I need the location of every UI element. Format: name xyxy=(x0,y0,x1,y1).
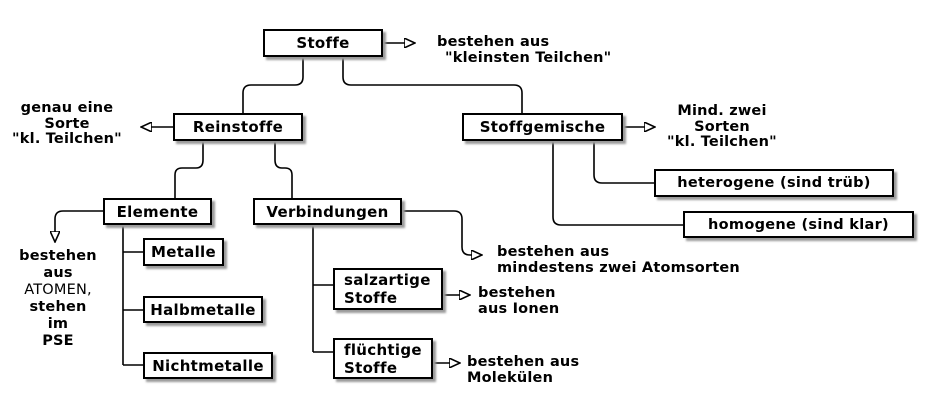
node-metalle: Metalle xyxy=(143,238,224,266)
edge-reinstoffe-verbindungen xyxy=(274,141,293,198)
edge-stoffgemische-heterogene xyxy=(593,141,654,184)
node-stoffe: Stoffe xyxy=(263,29,383,57)
node-fluechtige-line1: flüchtige xyxy=(344,340,422,359)
note-elemente-line1: bestehen xyxy=(19,248,97,264)
note-salzartige-line2: aus Ionen xyxy=(478,300,560,317)
note-stoffgemische: Mind. zwei Sorten "kl. Teilchen" xyxy=(661,103,783,151)
node-homogene: homogene (sind klar) xyxy=(683,211,914,238)
note-reinstoffe-line3: "kl. Teilchen" xyxy=(12,131,122,147)
note-stoffgemische-line2: Sorten xyxy=(694,118,750,135)
edge-stoffgemische-homogene xyxy=(552,141,683,226)
node-verbindungen: Verbindungen xyxy=(253,198,402,225)
note-verbindungen-line2: mindestens zwei Atomsorten xyxy=(497,259,740,276)
node-fluechtige-stoffe: flüchtige Stoffe xyxy=(333,338,433,379)
edge-verbindungen-note-arrow xyxy=(402,210,472,255)
node-fluechtige-line2: Stoffe xyxy=(344,358,398,377)
note-salzartige: bestehen aus Ionen xyxy=(478,285,560,317)
note-elemente: bestehen aus ATOMEN, stehen im PSE xyxy=(12,248,104,350)
edge-stoffe-stoffgemische xyxy=(342,57,523,113)
note-reinstoffe-line2: Sorte xyxy=(44,115,90,132)
edge-stoffe-reinstoffe xyxy=(242,57,304,113)
note-elemente-line5: im xyxy=(47,316,69,332)
note-elemente-line2: aus xyxy=(43,265,73,281)
note-stoffgemische-line1: Mind. zwei xyxy=(677,103,767,119)
node-heterogene: heterogene (sind trüb) xyxy=(654,169,894,197)
note-elemente-line3: ATOMEN, xyxy=(24,282,92,298)
node-salzartige-line1: salzartige xyxy=(344,271,431,289)
note-fluechtige-line1: bestehen aus xyxy=(467,354,580,370)
note-salzartige-line1: bestehen xyxy=(478,285,556,301)
note-stoffe: bestehen aus "kleinsten Teilchen" xyxy=(437,34,612,66)
note-elemente-line6: PSE xyxy=(42,333,74,349)
node-elemente: Elemente xyxy=(103,198,212,225)
note-reinstoffe-line1: genau eine xyxy=(20,100,114,116)
note-elemente-line4: stehen xyxy=(29,299,87,315)
node-salzartige-stoffe: salzartige Stoffe xyxy=(333,268,443,310)
node-stoffgemische: Stoffgemische xyxy=(462,113,623,141)
node-nichtmetalle: Nichtmetalle xyxy=(143,352,273,379)
edge-elemente-note-arrow xyxy=(55,210,103,232)
note-stoffgemische-line3: "kl. Teilchen" xyxy=(667,134,777,150)
note-fluechtige: bestehen aus Molekülen xyxy=(467,354,580,386)
node-reinstoffe: Reinstoffe xyxy=(173,113,303,141)
node-halbmetalle: Halbmetalle xyxy=(143,296,263,323)
note-reinstoffe: genau eine Sorte "kl. Teilchen" xyxy=(8,100,126,148)
note-fluechtige-line2: Molekülen xyxy=(467,369,554,386)
note-stoffe-line1: bestehen aus xyxy=(437,34,550,50)
node-salzartige-line2: Stoffe xyxy=(344,289,398,307)
note-verbindungen-line1: bestehen aus xyxy=(497,244,610,260)
note-stoffe-line2: "kleinsten Teilchen" xyxy=(445,49,612,66)
note-verbindungen: bestehen aus mindestens zwei Atomsorten xyxy=(497,244,740,276)
edge-reinstoffe-elemente xyxy=(174,141,204,198)
